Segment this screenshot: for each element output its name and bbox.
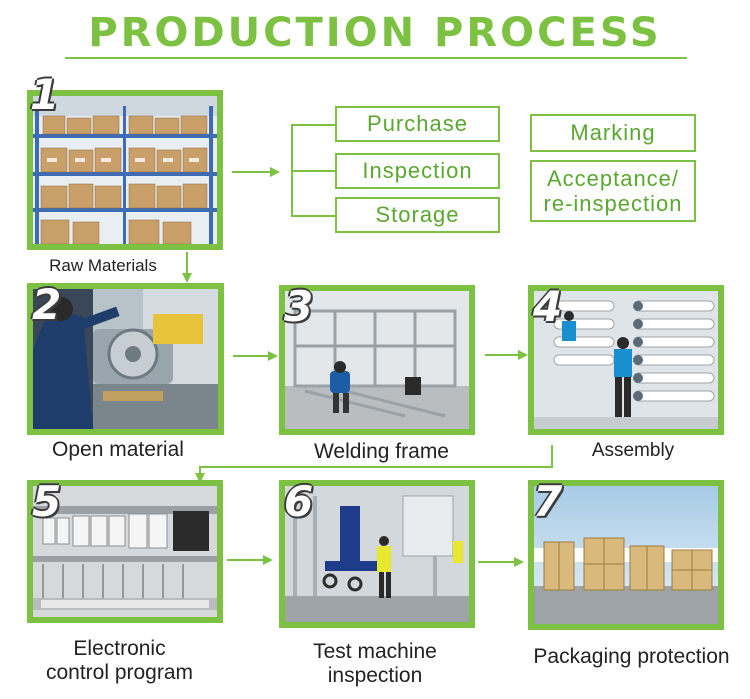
marking-box: Marking (530, 114, 696, 152)
step6-photo-frame (279, 480, 475, 628)
step4-photo-frame (528, 285, 724, 435)
warehouse-photo (33, 96, 217, 244)
step6-caption: Test machine inspection (290, 640, 460, 687)
step6-caption-line1: Test machine (313, 640, 437, 663)
page-title: PRODUCTION PROCESS (88, 10, 662, 56)
step2-caption: Open material (52, 438, 184, 461)
step1-number: 1 (30, 70, 60, 119)
purchase-box: Purchase (335, 106, 500, 142)
step2-photo-frame (27, 283, 224, 435)
step5-caption-line1: Electronic (73, 637, 166, 660)
step6-caption-line2: inspection (327, 663, 423, 687)
step6-number: 6 (284, 477, 314, 526)
step1-caption: Raw Materials (49, 256, 157, 275)
step7-caption: Packaging protection (533, 645, 730, 668)
inspection-box: Inspection (335, 153, 500, 189)
cutting-machine-photo (33, 289, 218, 429)
step3-photo-frame (279, 285, 475, 435)
title-underline (65, 57, 687, 59)
step1-photo-frame (27, 90, 223, 250)
acceptance-box: Acceptance/ re-inspection (530, 160, 696, 222)
step4-caption: Assembly (591, 440, 675, 461)
acceptance-line2: re-inspection (543, 191, 683, 216)
acceptance-line1: Acceptance/ (546, 166, 680, 191)
step5-caption: Electronic control program (27, 637, 212, 684)
arrow-step4-to-step5 (199, 445, 553, 477)
step4-number: 4 (533, 282, 563, 331)
packaging-photo (534, 486, 718, 624)
step7-photo-frame (528, 480, 724, 630)
storage-box: Storage (335, 197, 500, 233)
control-cabinet-photo (33, 486, 217, 617)
assembly-photo (534, 291, 718, 429)
step3-caption: Welding frame (313, 440, 449, 463)
step5-number: 5 (32, 477, 62, 526)
step3-number: 3 (284, 282, 314, 331)
welding-frame-photo (285, 291, 469, 429)
test-machine-photo (285, 486, 469, 622)
step7-number: 7 (533, 477, 563, 526)
step2-number: 2 (32, 280, 62, 329)
step5-caption-line2: control program (45, 660, 194, 684)
step5-photo-frame (27, 480, 223, 623)
